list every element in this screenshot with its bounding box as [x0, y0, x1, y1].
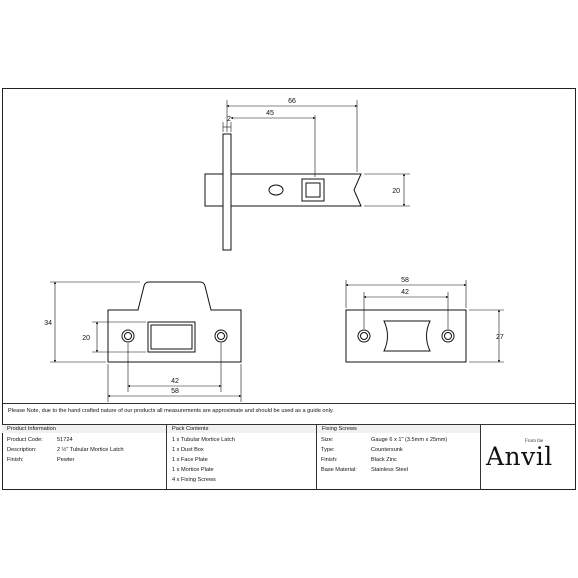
screw-finish-value: Black Zinc [371, 457, 397, 463]
dim-top-height: 20 [392, 188, 400, 195]
dim-top-faceplate: 2 [227, 116, 231, 123]
dim-front-width: 58 [171, 388, 179, 395]
divider [166, 424, 167, 490]
latch-follower [301, 178, 325, 202]
base-material-value: Stainless Steel [371, 467, 409, 473]
latch-follower-inner [305, 182, 321, 198]
dim-front-hole-centres: 42 [171, 378, 179, 385]
mortice-screw-hole-left [357, 329, 371, 343]
latch-top-view [204, 133, 362, 251]
pack-item: 4 x Fixing Screws [172, 477, 216, 483]
finish-label: Finish: [7, 457, 24, 463]
dim-top-hub: 45 [266, 110, 274, 117]
divider [2, 403, 576, 404]
drawing-frame [2, 88, 576, 490]
strike-plate-front-view [107, 281, 242, 363]
pack-item: 1 x Face Plate [172, 457, 208, 463]
latch-case [230, 173, 362, 207]
product-info-header: Product Information [2, 424, 166, 433]
strike-screw-hole-left [121, 329, 135, 343]
divider [480, 424, 481, 490]
strike-screw-hole-right [214, 329, 228, 343]
base-material-label: Base Material: [321, 467, 357, 473]
from-the-anvil-logo: From the Anvil [486, 437, 570, 477]
latch-slot [268, 184, 284, 196]
dim-front-inner-height: 20 [82, 335, 90, 342]
logo-small-text: From the [525, 439, 544, 444]
front-view-dimensions [50, 281, 242, 402]
side-view-dimensions [345, 280, 504, 363]
mortice-plate-opening [383, 320, 431, 352]
pack-contents-header: Pack Contents [167, 424, 316, 433]
product-code-value: 51724 [57, 437, 73, 443]
dim-front-height: 34 [44, 320, 52, 327]
pack-item: 1 x Tubular Mortice Latch [172, 437, 235, 443]
fixing-screws-header: Fixing Screws [317, 424, 480, 433]
dim-side-width: 58 [401, 277, 409, 284]
finish-value: Pewter [57, 457, 75, 463]
top-view-dimensions [222, 100, 410, 207]
strike-plate-opening [147, 321, 196, 353]
product-code-label: Product Code: [7, 437, 43, 443]
mortice-screw-hole-right [441, 329, 455, 343]
screw-type-value: Countersunk [371, 447, 403, 453]
screw-size-label: Size: [321, 437, 334, 443]
pack-item: 1 x Mortice Plate [172, 467, 214, 473]
divider [2, 432, 480, 433]
screw-size-value: Gauge 6 x 1" (3.5mm x 25mm) [371, 437, 448, 443]
pack-item: 1 x Dust Box [172, 447, 204, 453]
logo-main-text: Anvil [486, 442, 553, 471]
strike-plate-opening-inner [150, 324, 193, 350]
dim-top-overall: 66 [288, 98, 296, 105]
measurement-note: Please Note, due to the hand crafted nat… [8, 408, 334, 414]
screw-type-label: Type: [321, 447, 335, 453]
dim-side-height: 27 [496, 334, 504, 341]
latch-bolt [204, 173, 224, 207]
divider [316, 424, 317, 490]
screw-finish-label: Finish: [321, 457, 338, 463]
description-label: Description: [7, 447, 37, 453]
mortice-plate-view [345, 309, 467, 363]
description-value: 2 ½" Tubular Mortice Latch [57, 447, 124, 453]
latch-faceplate [222, 133, 232, 251]
dim-side-hole-centres: 42 [401, 289, 409, 296]
mortice-plate-outline [345, 309, 467, 363]
